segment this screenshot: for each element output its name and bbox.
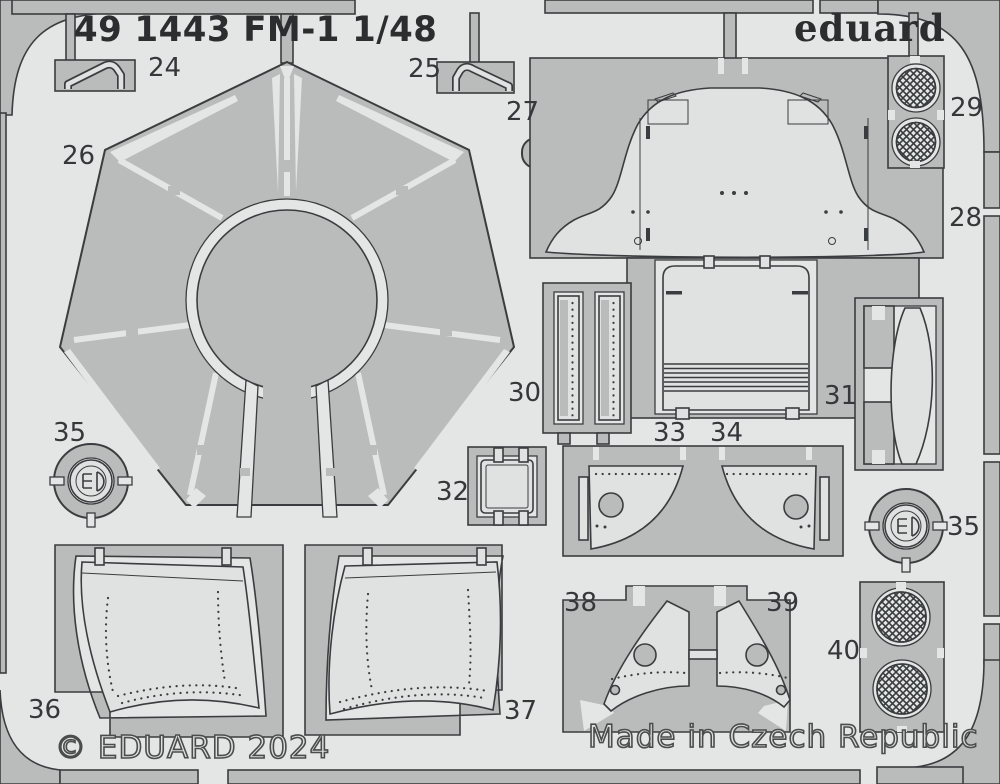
sheet-title: 49 1443 FM-1 1/48 xyxy=(74,10,438,50)
part-label-37: 37 xyxy=(504,696,538,726)
part-25-lever xyxy=(436,61,515,94)
part-26-cowl-flap-ring xyxy=(58,60,516,518)
part-30-perforated-strips xyxy=(542,282,632,445)
eduard-logo: eduard xyxy=(794,6,946,50)
parts-33-34-curved-gussets xyxy=(562,445,844,557)
part-label-25: 25 xyxy=(408,54,442,84)
part-31-curved-panel xyxy=(854,297,944,471)
part-label-38: 38 xyxy=(564,588,598,618)
part-label-36: 36 xyxy=(28,695,62,725)
part-label-35-left: 35 xyxy=(53,418,87,448)
part-label-40: 40 xyxy=(827,636,861,666)
part-label-26: 26 xyxy=(62,141,96,171)
part-28-armor-plate xyxy=(529,57,944,259)
part-35-instrument-disc-left xyxy=(49,443,133,528)
part-label-29: 29 xyxy=(950,93,984,123)
part-label-27: 27 xyxy=(506,97,540,127)
part-36-skin-panel xyxy=(54,544,284,738)
part-label-35-right: 35 xyxy=(947,512,981,542)
part-24-lever xyxy=(54,59,136,92)
part-label-39: 39 xyxy=(766,588,800,618)
part-label-30: 30 xyxy=(508,378,542,408)
part-32-square-panel xyxy=(467,446,547,526)
part-37-skin-panel xyxy=(304,544,504,736)
part-label-32: 32 xyxy=(436,477,470,507)
part-label-31: 31 xyxy=(824,381,858,411)
part-label-28: 28 xyxy=(949,203,983,233)
part-40-mesh-discs xyxy=(859,581,945,733)
part-label-24: 24 xyxy=(148,53,182,83)
part-29-mesh-discs xyxy=(887,55,945,169)
made-in-stamp: Made in Czech Republic xyxy=(587,719,979,755)
parts-38-39-curved-fins xyxy=(562,585,794,733)
part-label-33: 33 xyxy=(653,418,687,448)
part-label-34: 34 xyxy=(710,418,744,448)
part-35-instrument-disc-right xyxy=(864,488,948,573)
copyright-stamp: © EDUARD 2024 xyxy=(54,730,331,766)
